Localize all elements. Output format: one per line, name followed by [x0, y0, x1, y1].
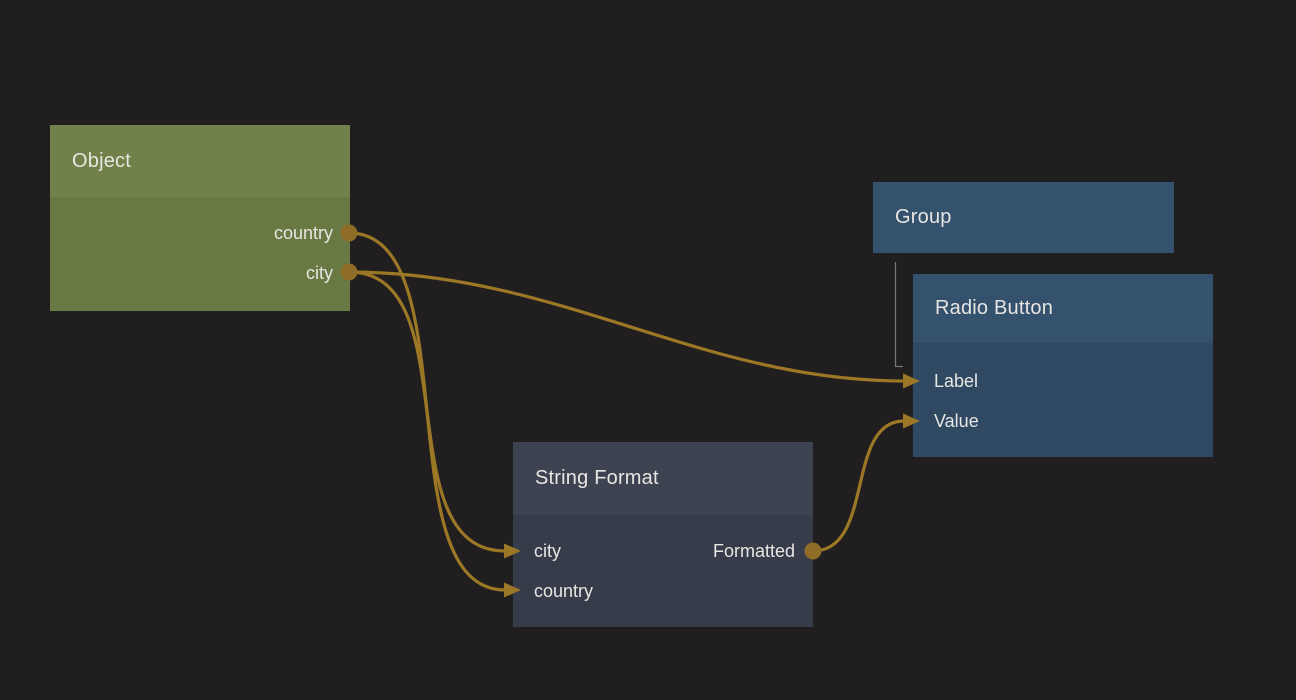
node-object-title: Object: [72, 149, 132, 172]
node-group-title: Group: [895, 206, 952, 228]
port-radio-label-text: Label: [934, 371, 979, 391]
wire-object-city-to-stringformat-city[interactable]: [347, 270, 507, 553]
port-radio-value-text: Value: [934, 411, 979, 431]
port-object-country-output[interactable]: country: [50, 213, 350, 253]
port-sformat-country-text: country: [534, 581, 594, 601]
port-sformat-formatted-output[interactable]: Formatted: [712, 541, 795, 561]
node-group[interactable]: Group: [873, 182, 1174, 253]
node-radio-button[interactable]: Radio Button Label Value: [913, 274, 1213, 457]
port-radio-value-input[interactable]: Value: [913, 401, 1213, 441]
port-sformat-country-input[interactable]: country: [513, 571, 813, 611]
node-string-format[interactable]: String Format city Formatted country: [513, 442, 813, 627]
node-group-header[interactable]: Group: [873, 182, 1174, 253]
node-object[interactable]: Object country city: [50, 125, 350, 311]
port-sformat-city-input[interactable]: city: [534, 541, 561, 561]
node-string-format-title: String Format: [535, 467, 659, 489]
node-object-header[interactable]: Object: [50, 125, 350, 197]
port-object-country-label: country: [273, 223, 333, 243]
wire-object-country-to-stringformat-country[interactable]: [347, 231, 507, 592]
node-radio-button-header[interactable]: Radio Button: [913, 274, 1213, 343]
port-object-city-label: city: [306, 263, 333, 283]
node-object-body: country city: [50, 197, 350, 311]
wire-stringformat-formatted-to-radio-value[interactable]: [811, 419, 906, 553]
port-radio-label-input[interactable]: Label: [913, 361, 1213, 401]
node-string-format-body: city Formatted country: [513, 515, 813, 627]
node-radio-button-title: Radio Button: [935, 297, 1054, 319]
hierarchy-line-group-to-radio-button: [894, 262, 903, 368]
node-radio-button-body: Label Value: [913, 343, 1213, 457]
node-string-format-header[interactable]: String Format: [513, 442, 813, 515]
port-object-city-output[interactable]: city: [50, 253, 350, 293]
wire-object-city-to-radio-label[interactable]: [347, 270, 906, 383]
